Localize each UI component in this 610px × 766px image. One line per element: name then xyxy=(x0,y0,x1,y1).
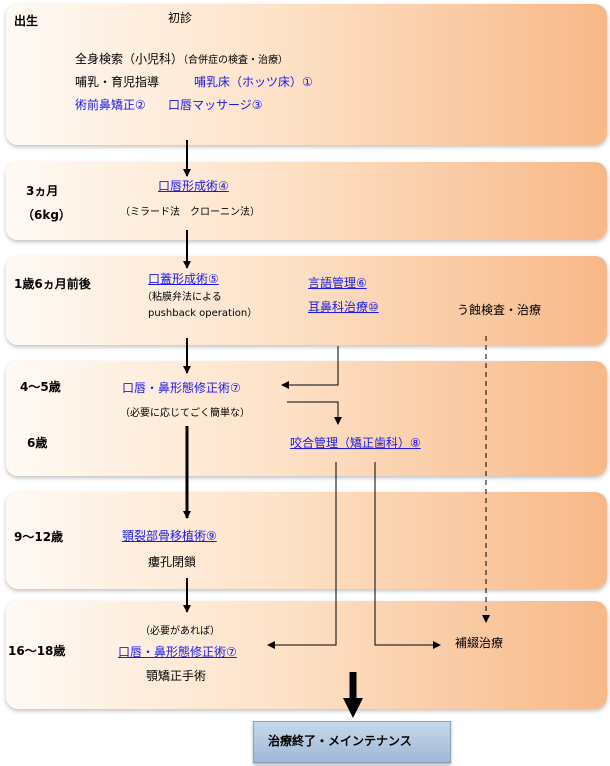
fistula-closure: 瘻孔閉鎖 xyxy=(148,555,197,569)
nasal-correction-link[interactable]: 術前鼻矯正② xyxy=(75,98,146,112)
arrow-revision-to-occlusion xyxy=(287,401,342,425)
occlusion-management-link[interactable]: 咬合管理（矯正歯科）⑧ xyxy=(290,436,421,450)
prosthetic-treatment: 補綴治療 xyxy=(455,636,504,650)
stage-label-birth: 出生 xyxy=(14,14,39,28)
first-visit: 初診 xyxy=(168,11,193,25)
end-box xyxy=(253,721,451,763)
cheiloplasty-methods: （ミラード法 クローニン法） xyxy=(120,207,260,218)
revision-note: （必要に応じてごく簡単な） xyxy=(120,408,250,419)
systemic-exam: 全身検索（小児科）（合併症の検査・治療） xyxy=(75,52,288,68)
stage-4-6-years xyxy=(6,361,607,476)
stage-18-months xyxy=(6,256,607,345)
stage-16-18-years xyxy=(6,601,607,709)
palatoplasty-note-2: pushback operation） xyxy=(148,308,258,319)
lip-nose-revision-link[interactable]: 口唇・鼻形態修正術⑦ xyxy=(122,381,241,395)
cheiloplasty-link[interactable]: 口唇形成術④ xyxy=(158,179,229,193)
arrow-to-end-head xyxy=(343,698,363,718)
bone-graft-link[interactable]: 顎裂部骨移植術⑨ xyxy=(122,529,217,543)
systemic-exam-label: 全身検索（小児科） xyxy=(75,52,184,66)
stage-label-18-months: 1歳6ヵ月前後 xyxy=(14,277,91,291)
stage-label-3-months: 3ヵ月 xyxy=(26,184,59,198)
feeding-guidance: 哺乳・育児指導 xyxy=(75,75,160,89)
orthognathic-surgery: 顎矯正手術 xyxy=(146,669,207,683)
if-needed-note: （必要があれば） xyxy=(140,626,220,637)
palatoplasty-link[interactable]: 口蓋形成術⑤ xyxy=(148,272,219,286)
palatoplasty-note-1: （粘膜弁法による xyxy=(142,292,222,303)
stage-3-months xyxy=(6,162,607,240)
feeding-plate-link[interactable]: 哺乳床（ホッツ床）① xyxy=(194,75,313,89)
weight-label: （6kg） xyxy=(22,208,71,222)
arrow-occlusion-to-final-revision xyxy=(267,462,337,649)
end-label: 治療終了・メインテナンス xyxy=(268,734,412,748)
stage-label-6-years: 6歳 xyxy=(27,436,48,450)
lip-massage-link[interactable]: 口唇マッサージ③ xyxy=(168,98,263,112)
final-lip-nose-revision-link[interactable]: 口唇・鼻形態修正術⑦ xyxy=(118,645,237,659)
stage-birth xyxy=(6,4,607,145)
caries-check: う蝕検査・治療 xyxy=(457,303,542,317)
stage-label-4-5-years: 4〜5歳 xyxy=(20,380,61,394)
arrow-occlusion-to-prosthetic xyxy=(374,462,441,649)
stage-label-16-18-years: 16〜18歳 xyxy=(8,644,66,658)
arrow-speech-to-revision xyxy=(281,346,339,389)
speech-management-link[interactable]: 言語管理⑥ xyxy=(308,276,367,290)
ent-treatment-link[interactable]: 耳鼻科治療⑩ xyxy=(308,300,379,314)
stage-label-9-12-years: 9〜12歳 xyxy=(14,530,64,544)
stage-9-12-years xyxy=(6,492,607,589)
systemic-exam-note: （合併症の検査・治療） xyxy=(183,55,289,66)
